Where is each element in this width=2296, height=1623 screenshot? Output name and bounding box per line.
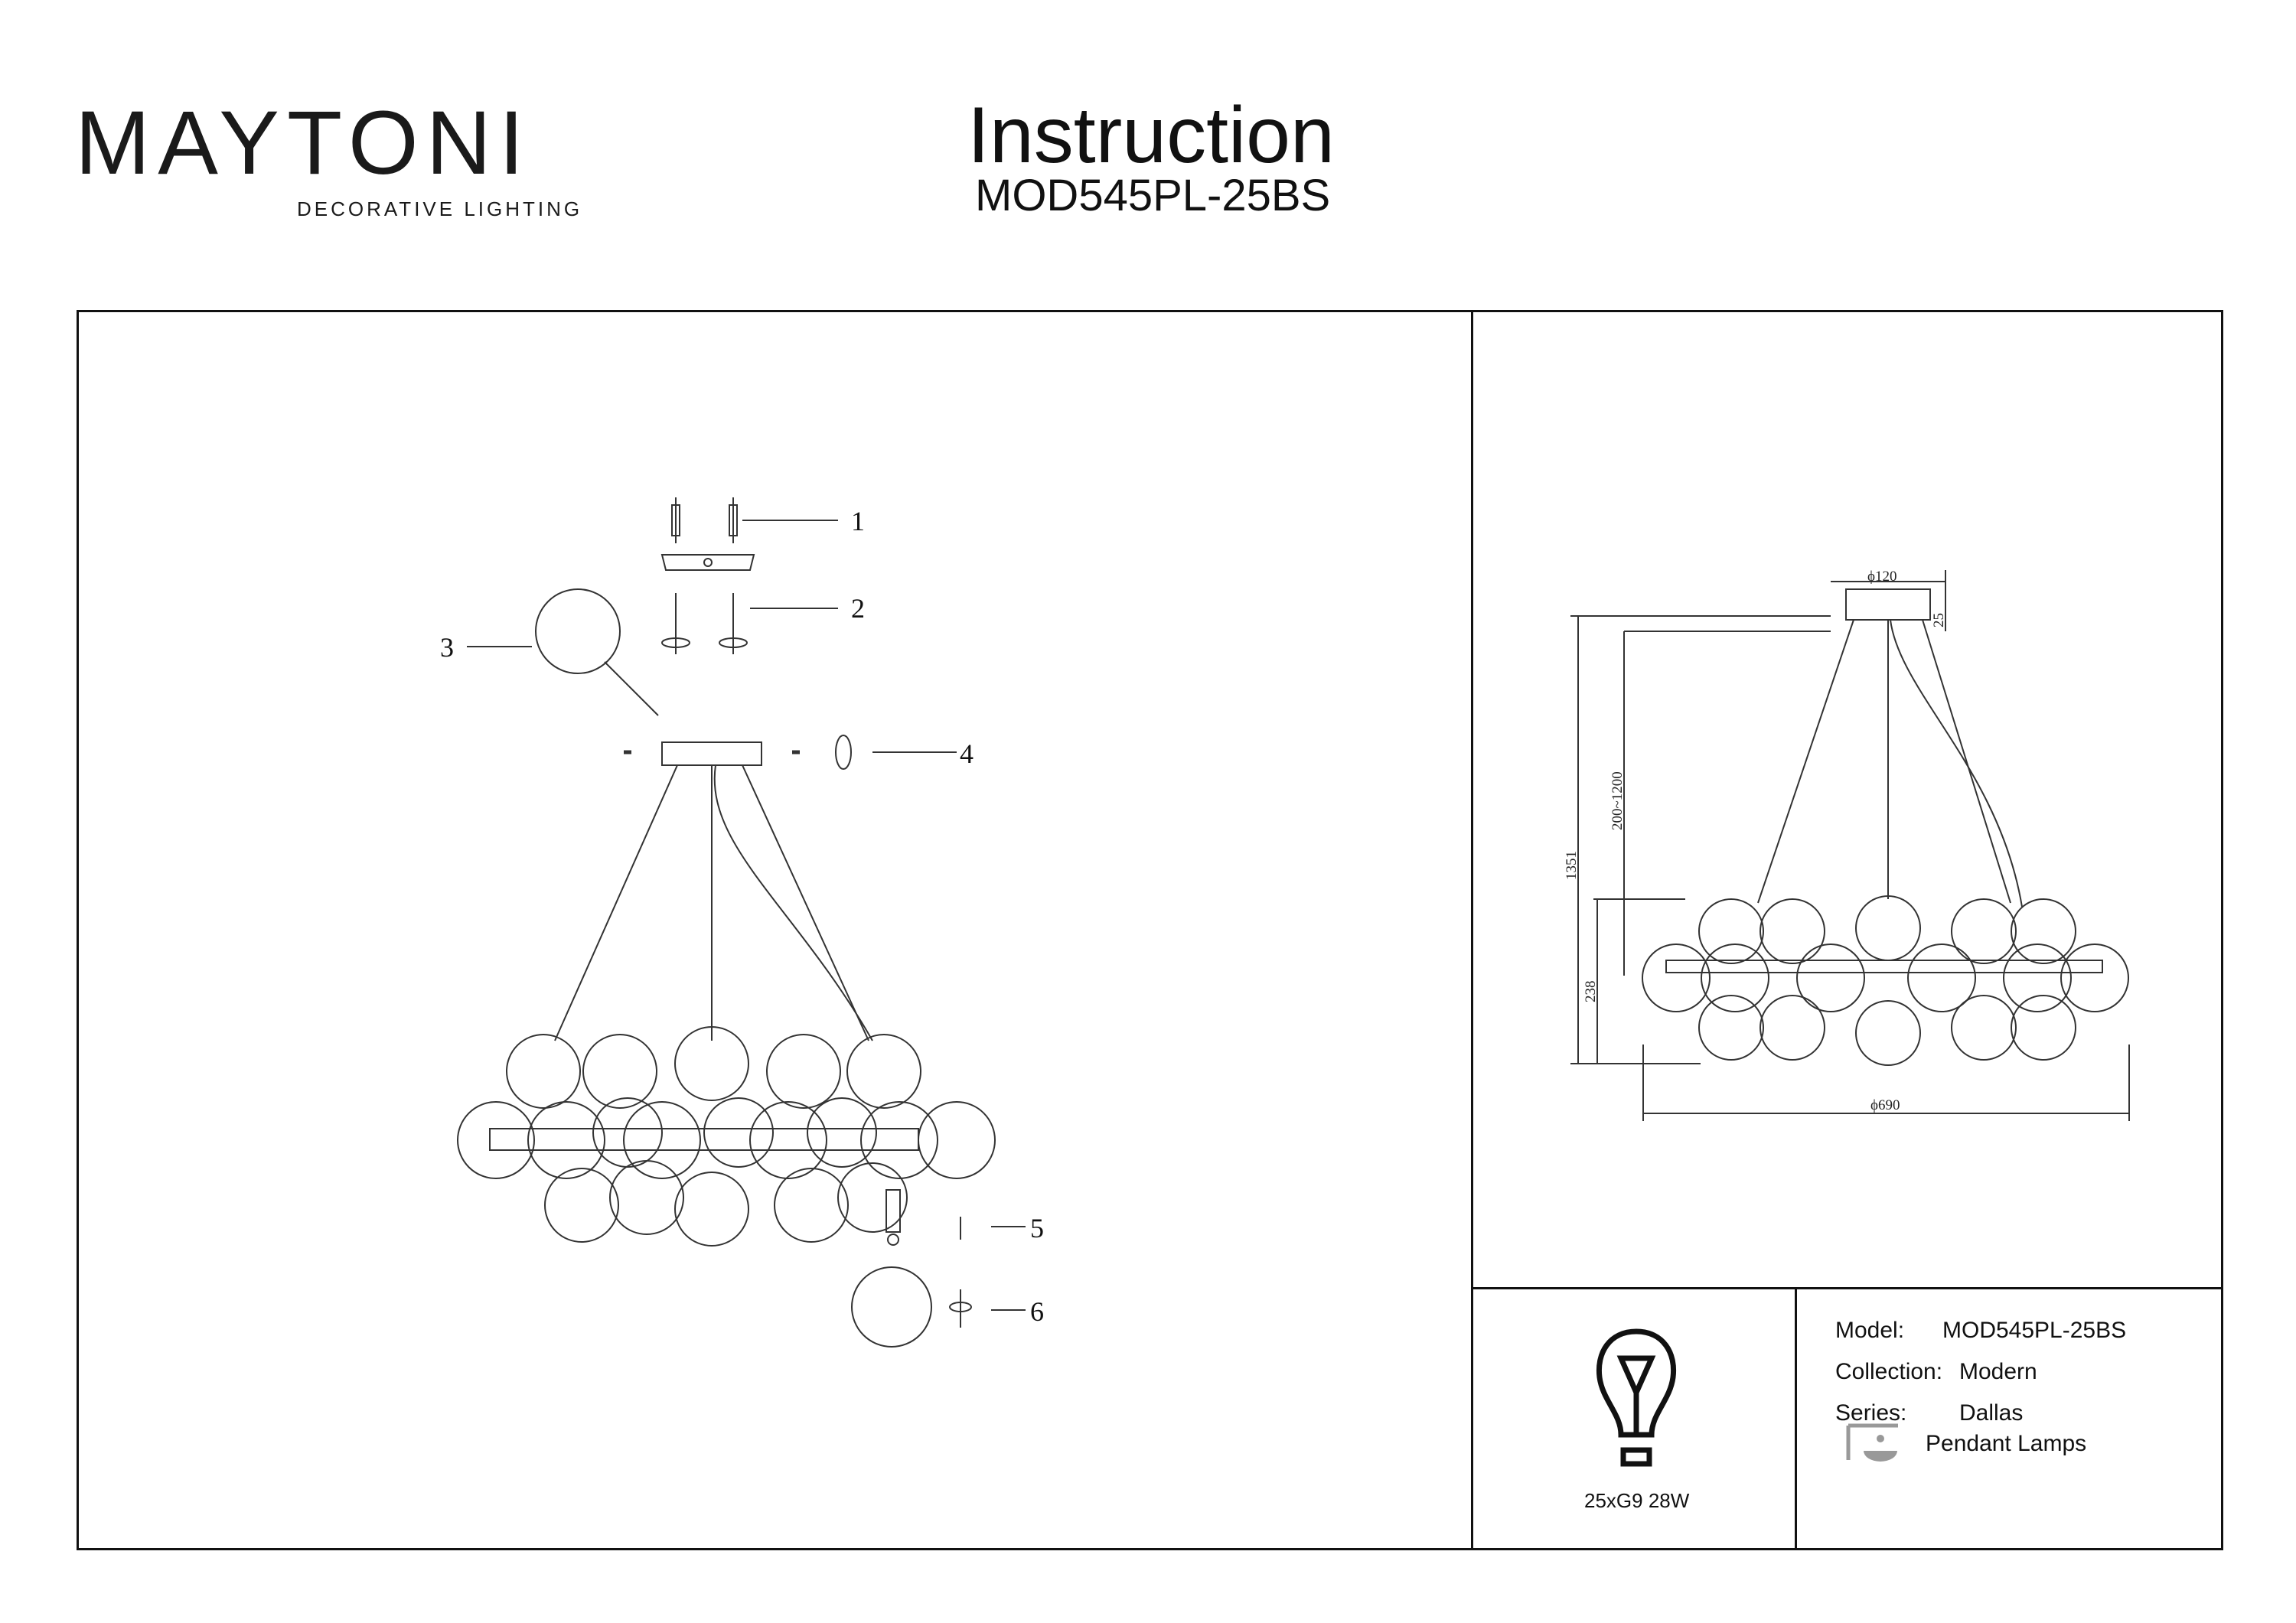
step-label-3: 3 — [440, 632, 454, 663]
step-label-4: 4 — [960, 738, 974, 769]
dim-adjustable-height: 200~1200 — [1609, 771, 1626, 830]
info-model-value: MOD545PL-25BS — [1942, 1318, 2127, 1343]
info-panel — [1795, 1287, 2223, 1550]
step-label-1: 1 — [851, 506, 865, 536]
canopy-icon — [661, 741, 762, 766]
info-model-label: Model: — [1835, 1318, 1905, 1343]
dim-body-height: 238 — [1583, 981, 1599, 1003]
dim-total-height: 1351 — [1564, 851, 1580, 880]
dim-canopy-diameter: ϕ120 — [1867, 569, 1897, 585]
step-label-2: 2 — [851, 593, 865, 624]
step-label-6: 6 — [1030, 1296, 1044, 1327]
brand-tagline: DECORATIVE LIGHTING — [297, 197, 583, 220]
dimension-diagram: ϕ120 25 1351 200~1200 238 ϕ690 — [1564, 569, 2130, 1121]
info-series-label: Series: — [1835, 1400, 1907, 1426]
wire-connector-detail — [535, 588, 621, 674]
brand-logo: MAYTONI — [75, 98, 532, 188]
page-subtitle-model: MOD545PL-25BS — [975, 171, 1331, 220]
dim-canopy-height: 25 — [1931, 613, 1947, 627]
glass-globe-icon — [851, 1266, 932, 1348]
info-type-value: Pendant Lamps — [1926, 1431, 2087, 1456]
page-title: Instruction — [967, 91, 1335, 180]
info-collection-value: Modern — [1959, 1359, 2037, 1384]
dim-overall-diameter: ϕ690 — [1870, 1097, 1900, 1113]
pendant-lamp-icon — [1846, 1423, 1898, 1462]
info-collection-label: Collection: — [1835, 1359, 1943, 1384]
mounting-bracket-icon — [660, 554, 755, 571]
screw-anchor-icon — [671, 497, 738, 543]
g9-bulb-icon — [885, 1189, 901, 1233]
info-series-value: Dallas — [1959, 1400, 2024, 1426]
brand-name: MAYTONI — [75, 93, 532, 194]
bulb-icon — [1596, 1328, 1677, 1467]
globe-cluster — [457, 1026, 996, 1247]
step-label-5: 5 — [1030, 1213, 1044, 1243]
bulb-spec: 25xG9 28W — [1584, 1489, 1690, 1512]
assembly-diagram — [457, 497, 1026, 1348]
